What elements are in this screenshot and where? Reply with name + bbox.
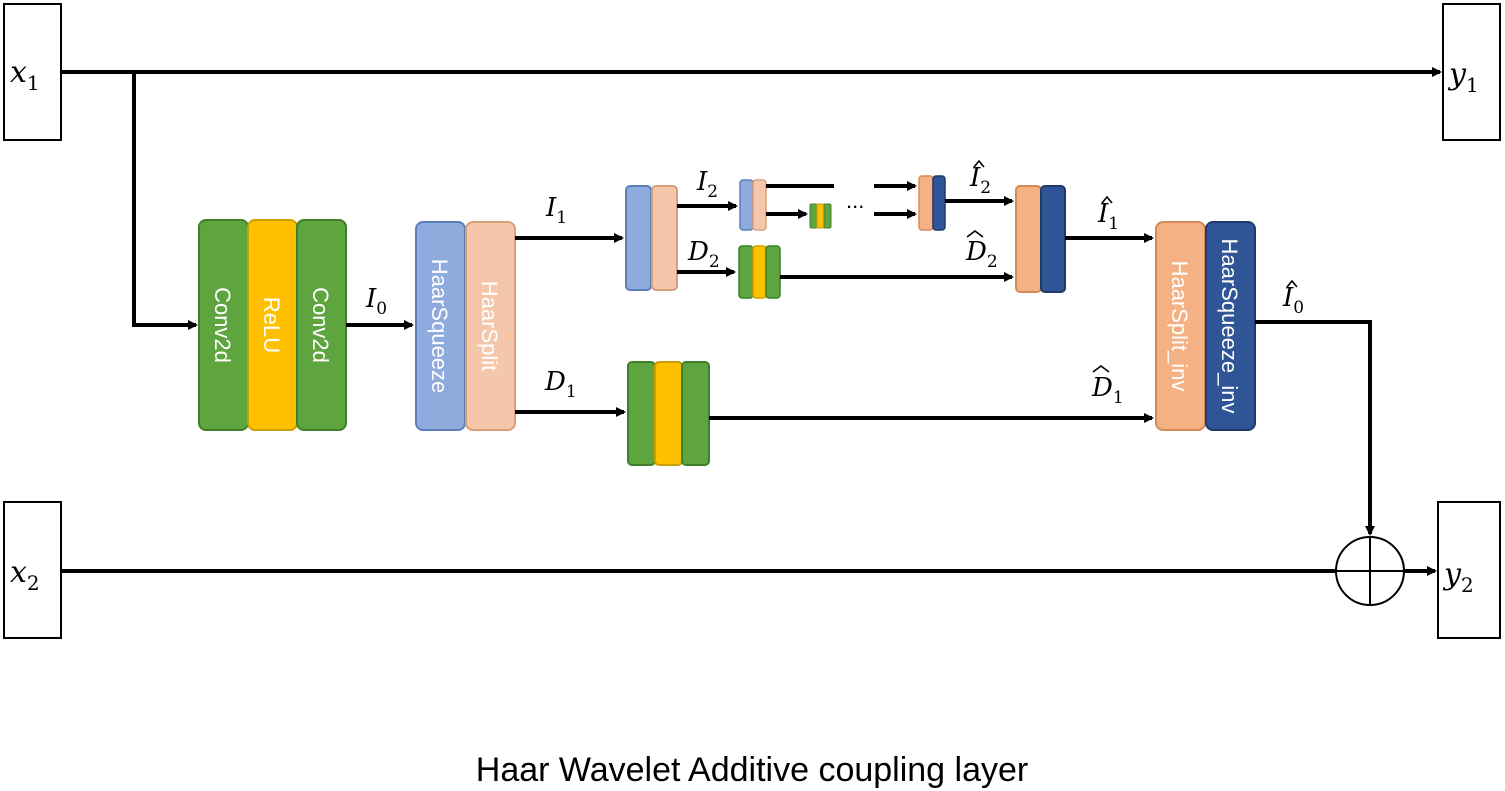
d1-block-yellow: [654, 361, 683, 466]
d2-block-green-a: [738, 245, 754, 299]
haar-squeeze-label: HaarSqueeze: [427, 259, 452, 394]
level3-d-green-b: [823, 203, 832, 229]
i0-hat-accent: [1286, 279, 1298, 288]
d1-block-green-b: [681, 361, 710, 466]
d1-label: D1: [544, 367, 577, 402]
haar-split-label: HaarSplit: [477, 281, 502, 371]
x1-branch-line: [132, 72, 198, 330]
level3-block-blue: [739, 179, 754, 231]
level3-block-peach: [752, 179, 767, 231]
y2-label: y2: [1442, 557, 1474, 597]
relu-label: ReLU: [259, 297, 284, 353]
level3-d-yellow: [816, 203, 825, 229]
i2-hat-accent: [973, 159, 985, 168]
y1-box: [1442, 3, 1501, 141]
level2-block-blue: [625, 185, 652, 291]
level3-hat-orange: [918, 175, 934, 231]
haar-split-block: [465, 221, 516, 431]
i0-hat-label: I0: [1282, 283, 1304, 318]
y2-box: [1437, 501, 1501, 639]
i1-label: I1: [545, 193, 567, 228]
i1-hat-accent: [1101, 195, 1113, 204]
level3-hat-navy: [932, 175, 946, 231]
d1-block-green-a: [627, 361, 656, 466]
x1-label: x1: [10, 55, 40, 95]
i0-label: I0: [365, 284, 387, 319]
x1-box: [3, 3, 62, 141]
y1-label: y1: [1447, 57, 1479, 97]
i1-hat-label: I1: [1097, 199, 1119, 234]
d1-hat-label: D1: [1091, 373, 1124, 408]
conv2d-label-b: Conv2d: [308, 287, 333, 363]
i2-label: I2: [696, 167, 718, 202]
haar-split-inv-label: HaarSplit_inv: [1167, 261, 1192, 392]
d2-hat-label: D2: [965, 237, 998, 272]
level2-hat-orange: [1015, 185, 1042, 293]
haar-squeeze-inv-block: [1205, 221, 1256, 431]
i2-hat-label: I2: [969, 163, 991, 198]
d1-hat-accent: [1092, 365, 1110, 373]
d2-block-yellow: [752, 245, 767, 299]
ellipsis-label: ...: [846, 188, 864, 213]
sum-icon: [1335, 536, 1405, 606]
level3-d-green-a: [809, 203, 818, 229]
d2-label: D2: [687, 237, 720, 272]
diagram-caption: Haar Wavelet Additive coupling layer: [476, 751, 1028, 789]
x2-label: x2: [10, 555, 40, 595]
i0-hat-line: [1255, 320, 1375, 536]
d2-block-green-b: [765, 245, 781, 299]
level2-hat-navy: [1040, 185, 1066, 293]
haar-squeeze-inv-label: HaarSqueeze_inv: [1217, 239, 1242, 414]
level2-block-peach: [651, 185, 678, 291]
d2-hat-accent: [966, 230, 984, 238]
conv2d-label-a: Conv2d: [210, 287, 235, 363]
